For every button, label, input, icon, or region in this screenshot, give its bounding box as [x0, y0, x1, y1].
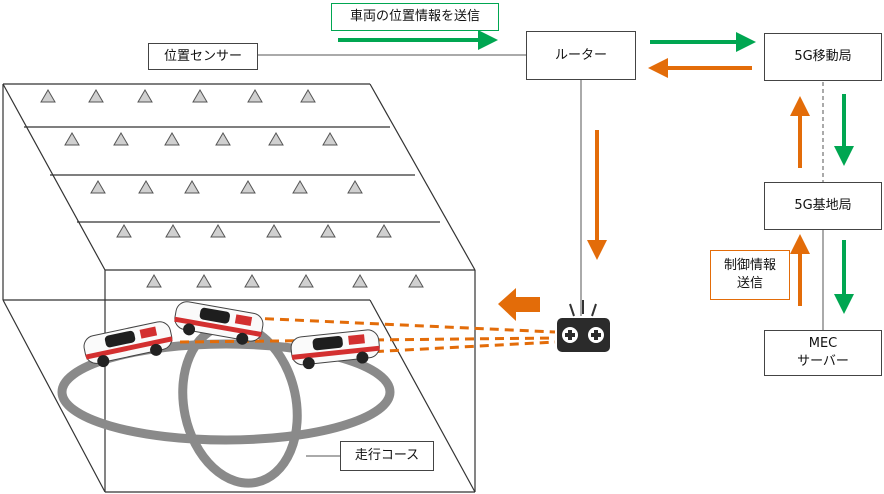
triangle-sensor-icon	[113, 132, 129, 146]
triangle-sensor-icon	[184, 180, 200, 194]
sensor-frame	[2, 83, 476, 493]
race-car-icon	[290, 329, 380, 370]
router-box: ルーター	[526, 31, 636, 80]
game-controller-icon	[557, 300, 610, 352]
triangle-sensor-icon	[247, 89, 263, 103]
triangle-sensor-icon	[244, 274, 260, 288]
position-sensor-box: 位置センサー	[148, 43, 258, 70]
triangle-sensor-icon	[210, 224, 226, 238]
mobile-station-5g-box: 5G移動局	[764, 33, 882, 81]
triangle-sensor-icon	[64, 132, 80, 146]
triangle-sensor-icon	[320, 224, 336, 238]
triangle-sensor-icon	[292, 180, 308, 194]
triangle-sensor-icon	[352, 274, 368, 288]
triangle-sensor-icon	[40, 89, 56, 103]
triangle-sensor-icon	[268, 132, 284, 146]
base-station-5g-box: 5G基地局	[764, 182, 882, 230]
triangle-sensor-icon	[165, 224, 181, 238]
triangle-sensor-icon	[347, 180, 363, 194]
triangle-sensor-icon	[266, 224, 282, 238]
triangle-sensor-icon	[215, 132, 231, 146]
triangle-sensor-icon	[138, 180, 154, 194]
race-car-icon	[83, 321, 173, 368]
triangle-sensor-icon	[300, 89, 316, 103]
triangle-sensor-icon	[240, 180, 256, 194]
triangle-sensor-icon	[164, 132, 180, 146]
triangle-sensor-icon	[322, 132, 338, 146]
race-car-icon	[174, 301, 264, 345]
connection-lines	[258, 54, 824, 457]
triangle-sensor-icon	[116, 224, 132, 238]
triangle-sensor-icon	[192, 89, 208, 103]
triangle-sensor-icon	[298, 274, 314, 288]
left-arrow-icon	[498, 288, 540, 321]
triangle-sensor-icon	[196, 274, 212, 288]
sensor-array	[40, 89, 424, 288]
triangle-sensor-icon	[146, 274, 162, 288]
driving-course-label: 走行コース	[340, 441, 434, 471]
mec-server-box: MEC サーバー	[764, 330, 882, 376]
triangle-sensor-icon	[90, 180, 106, 194]
control-info-send-label: 制御情報 送信	[710, 250, 790, 300]
triangle-sensor-icon	[88, 89, 104, 103]
triangle-sensor-icon	[408, 274, 424, 288]
transmit-position-label: 車両の位置情報を送信	[331, 3, 499, 31]
triangle-sensor-icon	[137, 89, 153, 103]
flow-arrows	[338, 30, 854, 314]
triangle-sensor-icon	[376, 224, 392, 238]
